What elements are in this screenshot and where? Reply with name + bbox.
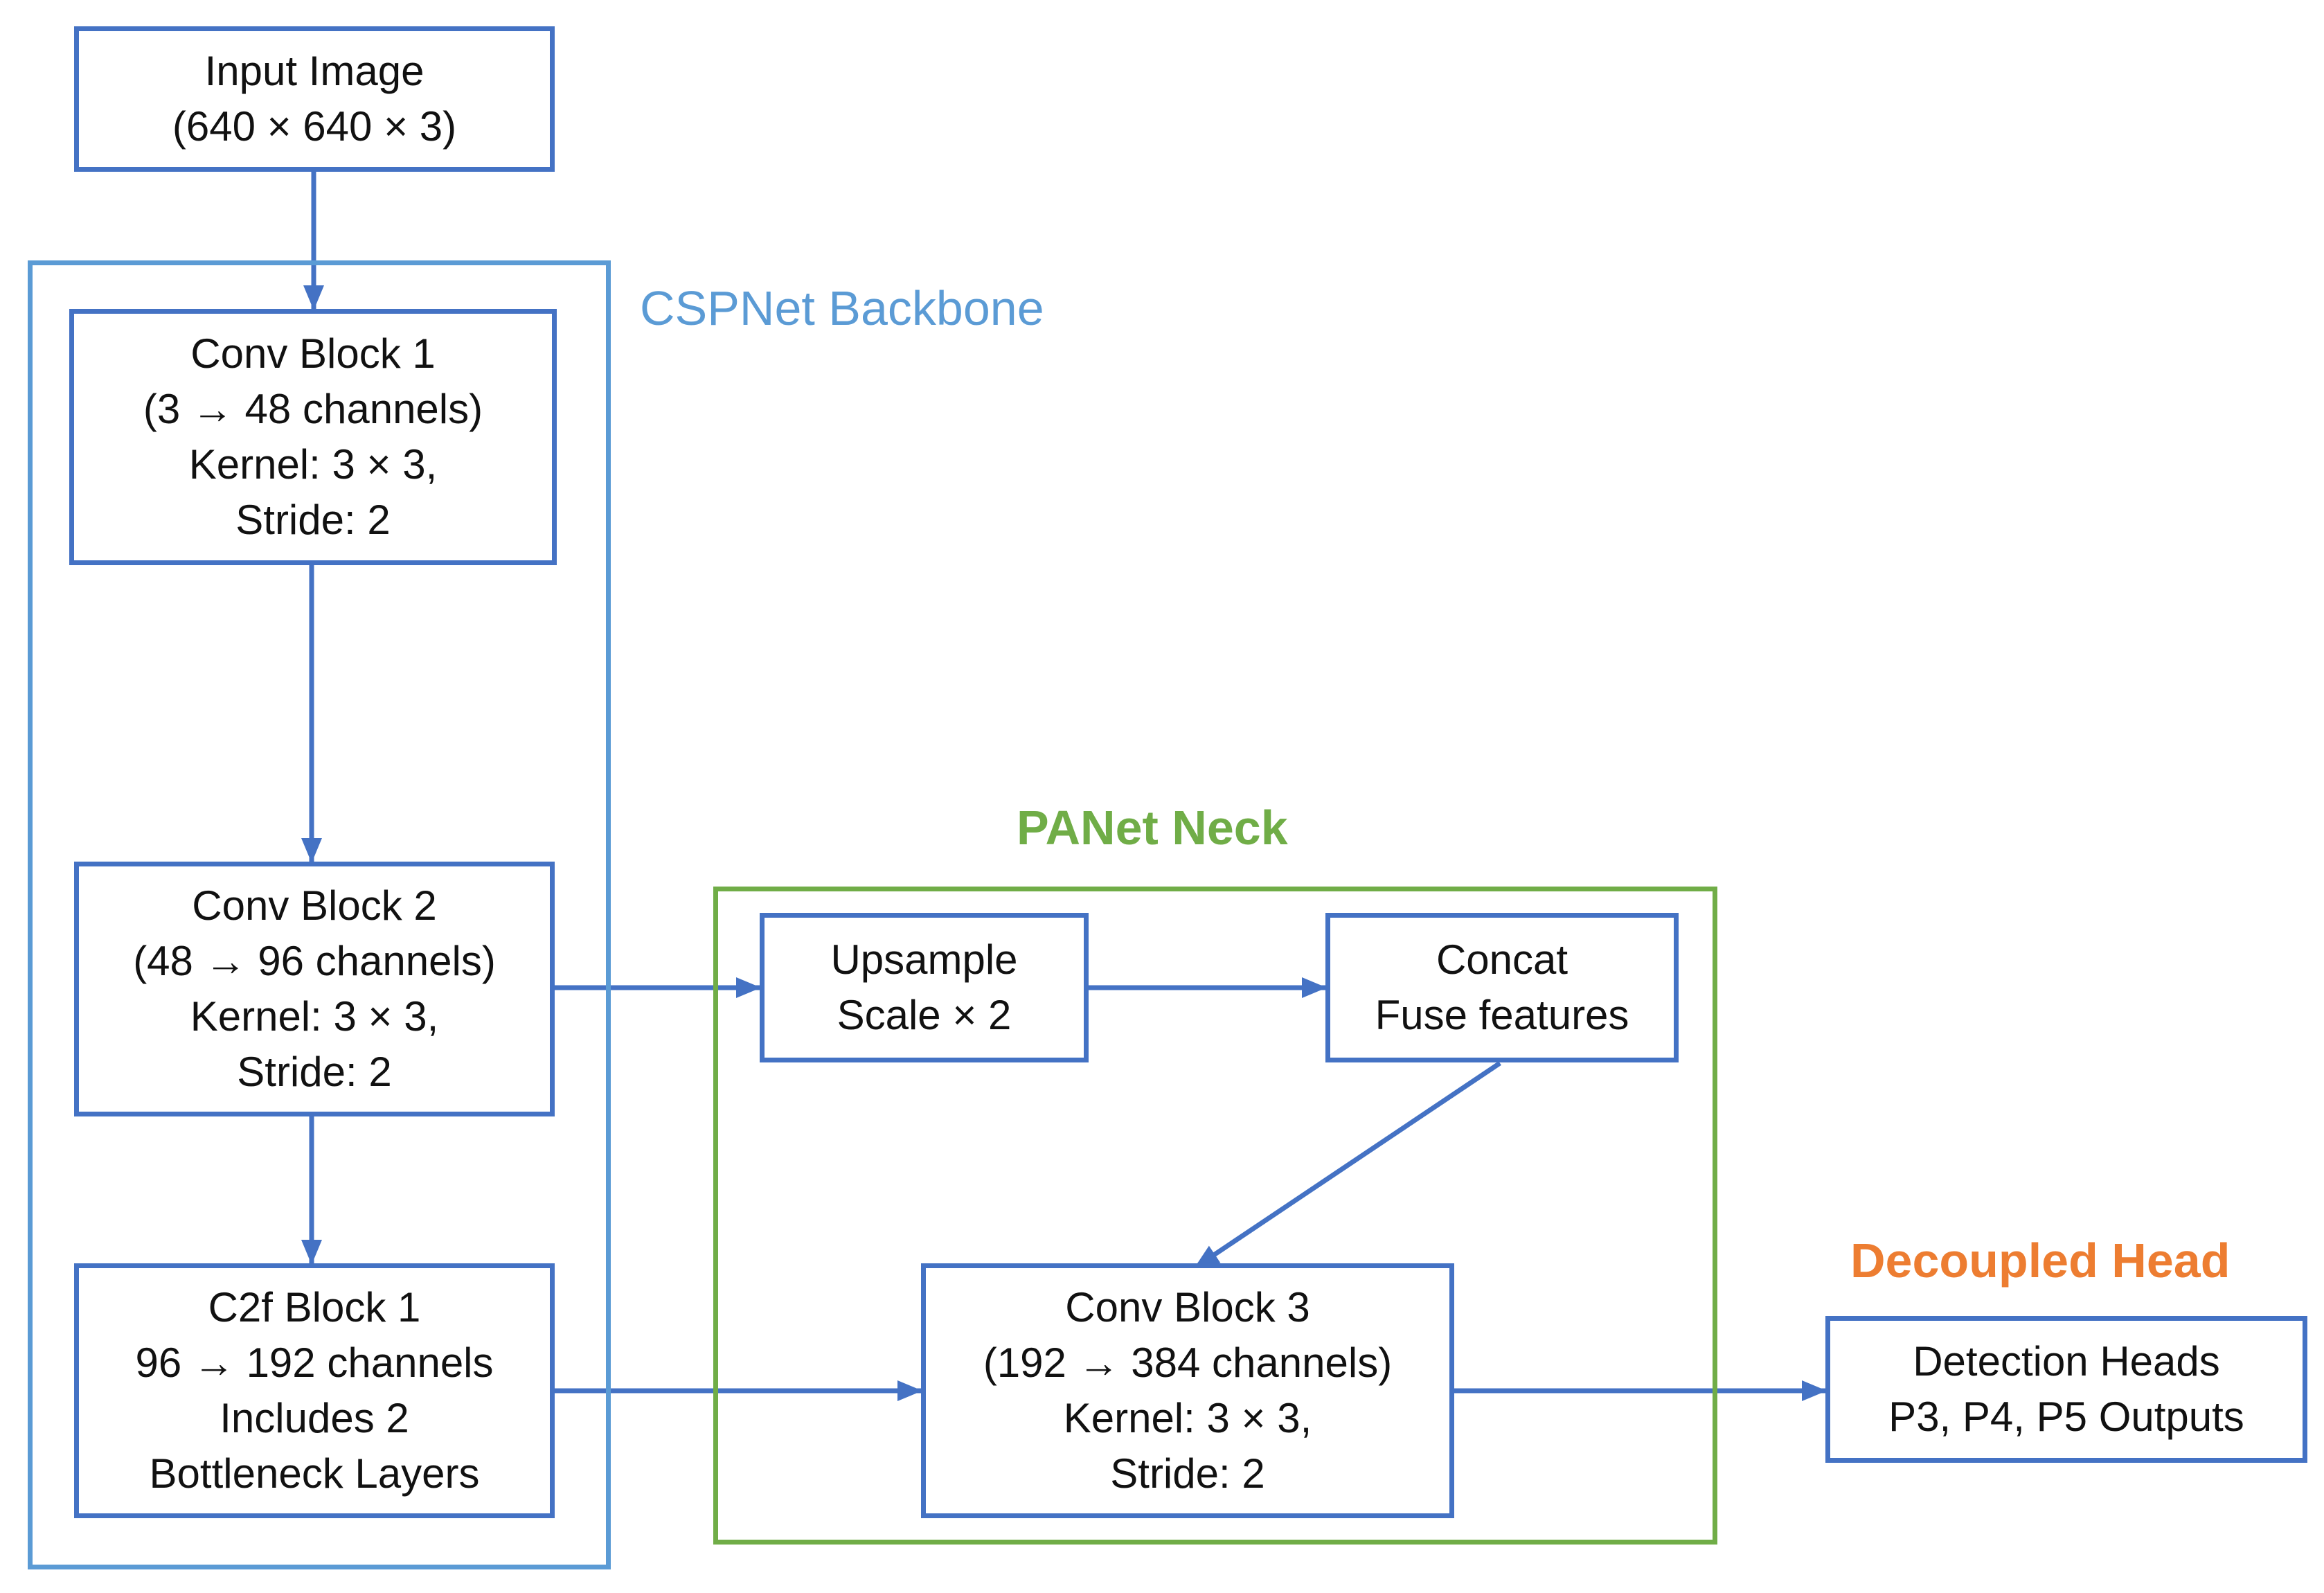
- backbone-group: [28, 260, 611, 1569]
- backbone-label: CSPNet Backbone: [640, 281, 1044, 335]
- neck-group: [713, 887, 1717, 1545]
- c2f-block-1-node: C2f Block 1 96 → 192 channels Includes 2…: [74, 1263, 555, 1518]
- arrow-concat-to-conv3: [1194, 1061, 1501, 1270]
- detection-heads-node: Detection Heads P3, P4, P5 Outputs: [1825, 1316, 2307, 1463]
- input-image-node: Input Image (640 × 640 × 3): [74, 26, 555, 172]
- conv-block-2-node: Conv Block 2 (48 → 96 channels) Kernel: …: [74, 862, 555, 1116]
- conv-block-3-node: Conv Block 3 (192 → 384 channels) Kernel…: [921, 1263, 1454, 1518]
- conv-block-1-node: Conv Block 1 (3 → 48 channels) Kernel: 3…: [69, 309, 557, 565]
- neck-label: PANet Neck: [1017, 801, 1288, 855]
- upsample-node: Upsample Scale × 2: [760, 913, 1089, 1062]
- concat-node: Concat Fuse features: [1325, 913, 1679, 1062]
- head-label: Decoupled Head: [1850, 1234, 2231, 1288]
